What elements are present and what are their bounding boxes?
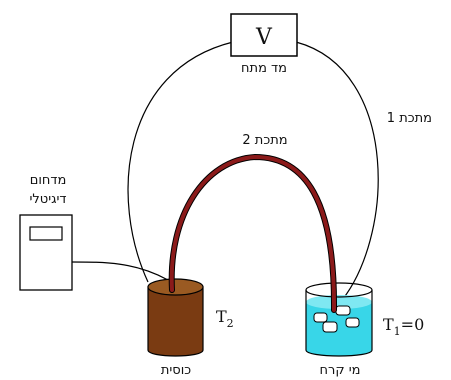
thermometer-body bbox=[19, 214, 73, 291]
metal1-wire-right bbox=[295, 41, 379, 306]
thermometer-label-line2: דיגיטלי bbox=[30, 192, 67, 207]
t2-label: T2 bbox=[216, 307, 234, 330]
t1-sub: 1 bbox=[394, 325, 401, 338]
hot-cup-rim bbox=[147, 278, 204, 296]
voltmeter-symbol: V bbox=[255, 25, 273, 50]
metal1-label: מתכת 1 bbox=[387, 111, 432, 126]
ice-beaker-glass bbox=[305, 290, 373, 357]
ice-cube bbox=[335, 305, 351, 316]
ice-beaker-rim bbox=[305, 282, 373, 298]
t1-rest: =0 bbox=[401, 315, 425, 334]
thermometer-label-line1: מדחום bbox=[30, 173, 67, 188]
thermometer-display bbox=[29, 226, 63, 241]
t1-label: T1=0 bbox=[383, 315, 424, 338]
ice-cube bbox=[322, 321, 338, 333]
t2-main: T bbox=[216, 307, 227, 326]
metal2-wire-core bbox=[169, 154, 337, 312]
ice-beaker-water-surface bbox=[306, 295, 372, 309]
t1-main: T bbox=[383, 315, 394, 334]
ice-cube bbox=[345, 317, 360, 328]
hot-cup: כוסית bbox=[147, 278, 204, 378]
voltmeter-box bbox=[230, 13, 298, 57]
thermometer-cable bbox=[71, 261, 169, 281]
metal2-label: מתכת 2 bbox=[242, 133, 287, 148]
digital-thermometer: מדחום דיגיטלי bbox=[19, 173, 73, 291]
hot-cup-liquid bbox=[147, 286, 204, 357]
metal1-wire-left bbox=[127, 41, 234, 283]
ice-label: מי קרח bbox=[320, 363, 361, 378]
voltmeter-label: מד מתח bbox=[241, 61, 287, 76]
voltmeter: V מד מתח bbox=[230, 13, 298, 76]
hot-cup-label: כוסית bbox=[161, 363, 191, 378]
ice-cube bbox=[313, 312, 328, 323]
ice-beaker: מי קרח bbox=[305, 282, 373, 378]
t2-sub: 2 bbox=[227, 317, 234, 330]
